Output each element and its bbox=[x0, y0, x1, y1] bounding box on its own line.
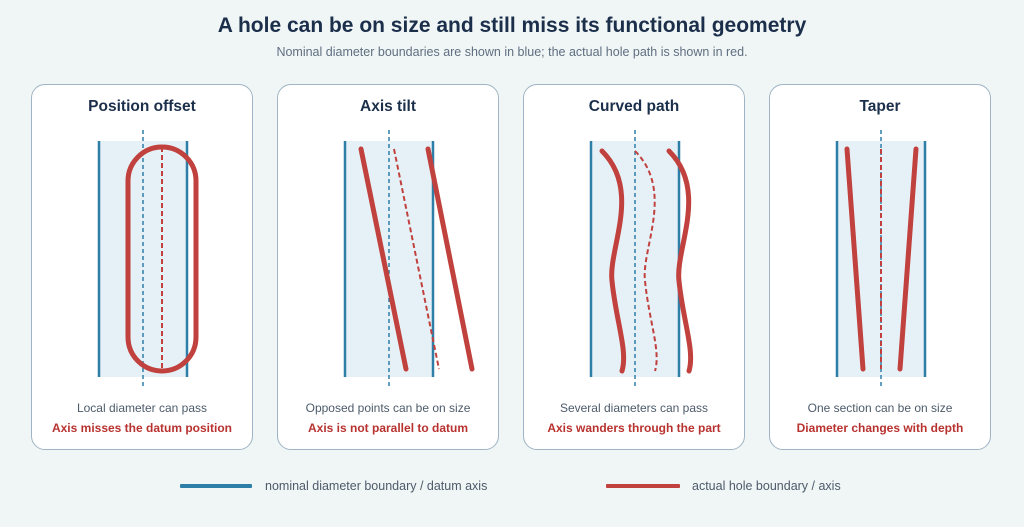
panel-caption: Opposed points can be on size bbox=[305, 401, 471, 415]
panel-position-offset: Position offset Local diameter can pass … bbox=[31, 84, 253, 450]
panel-title: Axis tilt bbox=[360, 98, 416, 115]
curved-path-diagram bbox=[589, 130, 694, 387]
panel-taper: Taper One section can be on size Diamete… bbox=[769, 84, 991, 450]
legend-actual-label: actual hole boundary / axis bbox=[692, 479, 841, 493]
actual-axis bbox=[634, 150, 658, 372]
panel-verdict: Diameter changes with depth bbox=[796, 421, 964, 435]
axis-tilt-diagram bbox=[343, 130, 475, 387]
panel-title: Taper bbox=[859, 98, 901, 115]
panel-curved-path: Curved path Several diameters can pass A… bbox=[523, 84, 745, 450]
taper-diagram bbox=[835, 130, 927, 387]
panel-title: Position offset bbox=[88, 98, 196, 115]
legend-nominal-swatch bbox=[180, 484, 252, 488]
actual-boundary-left bbox=[599, 148, 627, 374]
actual-boundary-left bbox=[844, 146, 866, 372]
page-subtitle: Nominal diameter boundaries are shown in… bbox=[276, 45, 748, 59]
page-title: A hole can be on size and still miss its… bbox=[217, 14, 807, 37]
panel-verdict: Axis misses the datum position bbox=[51, 421, 233, 435]
panel-title: Curved path bbox=[588, 98, 680, 115]
actual-axis bbox=[393, 148, 440, 370]
legend-actual-swatch bbox=[606, 484, 680, 488]
panel-verdict: Axis is not parallel to datum bbox=[307, 421, 469, 435]
panel-caption: Several diameters can pass bbox=[559, 401, 709, 415]
actual-boundary-right bbox=[666, 148, 694, 374]
panel-caption: Local diameter can pass bbox=[76, 401, 208, 415]
position-offset-diagram bbox=[97, 130, 199, 387]
actual-boundary-right bbox=[897, 146, 919, 372]
panel-verdict: Axis wanders through the part bbox=[547, 421, 721, 435]
actual-boundary-left bbox=[358, 146, 409, 372]
legend-nominal-label: nominal diameter boundary / datum axis bbox=[265, 479, 488, 493]
actual-boundary-right bbox=[425, 146, 475, 372]
panel-axis-tilt: Axis tilt Opposed points can be on size … bbox=[277, 84, 499, 450]
panel-caption: One section can be on size bbox=[807, 401, 953, 415]
